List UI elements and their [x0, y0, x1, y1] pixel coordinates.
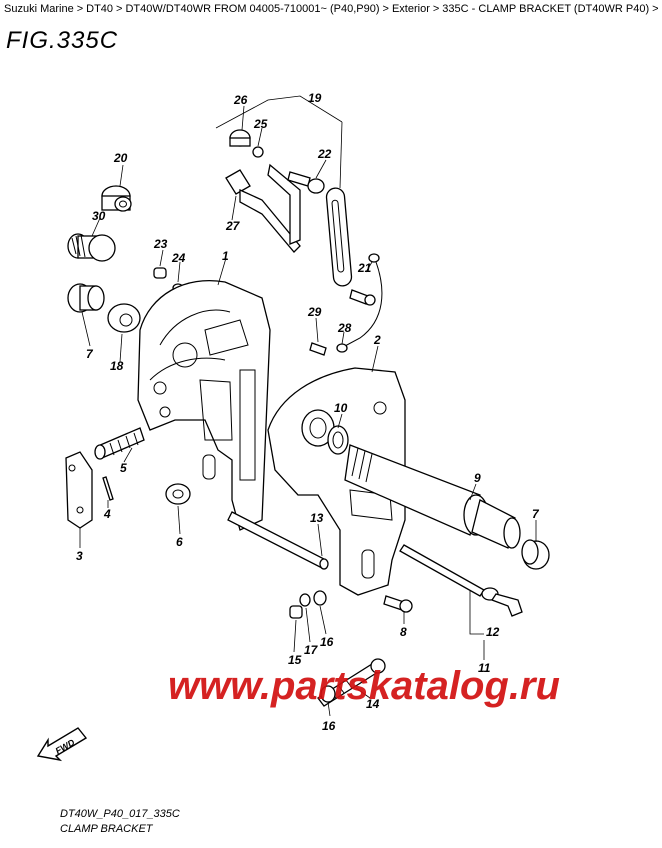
- leader-lines: [79, 95, 537, 717]
- callout-10[interactable]: 10: [334, 401, 348, 415]
- callout-11[interactable]: 11: [478, 661, 491, 675]
- callout-28[interactable]: 28: [337, 321, 352, 335]
- part-lever-27[interactable]: [225, 163, 301, 253]
- part-bolt-5[interactable]: [94, 427, 145, 460]
- callout-26[interactable]: 26: [233, 93, 248, 107]
- callout-24[interactable]: 24: [171, 251, 186, 265]
- callout-7-right[interactable]: 7: [532, 507, 540, 521]
- part-plate-3[interactable]: [65, 451, 93, 529]
- part-cap-26[interactable]: [229, 129, 251, 147]
- breadcrumb-separator: >: [652, 3, 659, 15]
- part-rod-12[interactable]: [399, 544, 523, 617]
- part-rod-13[interactable]: [227, 511, 329, 570]
- callout-30[interactable]: 30: [92, 209, 106, 223]
- part-link-19[interactable]: [325, 187, 353, 287]
- callout-21[interactable]: 21: [357, 261, 372, 275]
- breadcrumb-separator: >: [432, 3, 440, 15]
- watermark-text: www.partskatalog.ru: [168, 664, 560, 708]
- part-cap-7-left[interactable]: [67, 283, 105, 313]
- callout-5[interactable]: 5: [120, 461, 127, 475]
- callout-3[interactable]: 3: [76, 549, 83, 563]
- breadcrumb: Suzuki Marine>DT40>DT40W/DT40WR FROM 040…: [4, 3, 659, 15]
- breadcrumb-separator: >: [116, 3, 123, 15]
- callout-16-bottom[interactable]: 16: [322, 719, 336, 733]
- part-fitting-30[interactable]: [67, 233, 116, 262]
- part-nut-15[interactable]: [289, 605, 303, 619]
- part-clamp-bracket-1[interactable]: [137, 280, 271, 531]
- part-ring-10[interactable]: [327, 425, 349, 455]
- callout-9[interactable]: 9: [474, 471, 481, 485]
- fwd-arrow-icon: FWD: [36, 727, 88, 762]
- part-wire-21[interactable]: [344, 253, 383, 347]
- callout-27[interactable]: 27: [225, 219, 241, 233]
- callout-22[interactable]: 22: [317, 147, 332, 161]
- breadcrumb-separator: >: [76, 3, 84, 15]
- callout-29[interactable]: 29: [307, 305, 322, 319]
- callout-15[interactable]: 15: [288, 653, 302, 667]
- part-pin-4[interactable]: [102, 476, 114, 501]
- callout-1[interactable]: 1: [222, 249, 229, 263]
- breadcrumb-item-model[interactable]: DT40W/DT40WR FROM 04005-710001~ (P40,P90…: [125, 3, 380, 15]
- callout-7-left[interactable]: 7: [86, 347, 94, 361]
- part-nut-20[interactable]: [101, 185, 132, 212]
- callout-6[interactable]: 6: [176, 535, 183, 549]
- callout-4[interactable]: 4: [103, 507, 111, 521]
- breadcrumb-item-dt40[interactable]: DT40: [86, 3, 114, 15]
- callout-19[interactable]: 19: [308, 91, 322, 105]
- part-terminal-28[interactable]: [336, 343, 348, 353]
- callout-14[interactable]: 14: [366, 697, 380, 711]
- callout-8[interactable]: 8: [400, 625, 407, 639]
- callout-16-top[interactable]: 16: [320, 635, 334, 649]
- callout-17[interactable]: 17: [304, 643, 319, 657]
- callout-25[interactable]: 25: [253, 117, 268, 131]
- breadcrumb-separator: >: [382, 3, 389, 15]
- part-washer-17[interactable]: [299, 593, 311, 607]
- figure-title: FIG.335C: [6, 27, 119, 54]
- diagram-code: DT40W_P40_017_335C: [60, 808, 180, 820]
- diagram-caption: CLAMP BRACKET: [60, 823, 153, 835]
- part-clamp-bracket-2[interactable]: [267, 367, 406, 596]
- part-bolt-22[interactable]: [287, 171, 325, 194]
- part-washer-6[interactable]: [165, 483, 191, 505]
- part-nut-23[interactable]: [153, 267, 167, 279]
- callout-18[interactable]: 18: [110, 359, 124, 373]
- callout-20[interactable]: 20: [113, 151, 128, 165]
- breadcrumb-item-suzuki-marine[interactable]: Suzuki Marine: [4, 3, 74, 15]
- callout-2[interactable]: 2: [373, 333, 381, 347]
- part-screw-29[interactable]: [309, 342, 327, 356]
- callout-23[interactable]: 23: [153, 237, 168, 251]
- breadcrumb-item-clamp-bracket[interactable]: 335C - CLAMP BRACKET (DT40WR P40): [442, 3, 650, 15]
- callout-13[interactable]: 13: [310, 511, 324, 525]
- callout-12[interactable]: 12: [486, 625, 500, 639]
- breadcrumb-item-exterior[interactable]: Exterior: [391, 3, 430, 15]
- part-bolt-8[interactable]: [383, 595, 413, 613]
- part-nut-18[interactable]: [107, 303, 141, 333]
- part-cap-7-right[interactable]: [521, 539, 550, 570]
- exploded-parts-diagram: 20 30 23 24 7 18 1 26 25 27 19 22 21 28 …: [65, 91, 550, 733]
- part-tilt-tube-9[interactable]: [344, 444, 521, 549]
- part-washer-16-top[interactable]: [313, 590, 327, 606]
- part-washer-25[interactable]: [252, 146, 264, 158]
